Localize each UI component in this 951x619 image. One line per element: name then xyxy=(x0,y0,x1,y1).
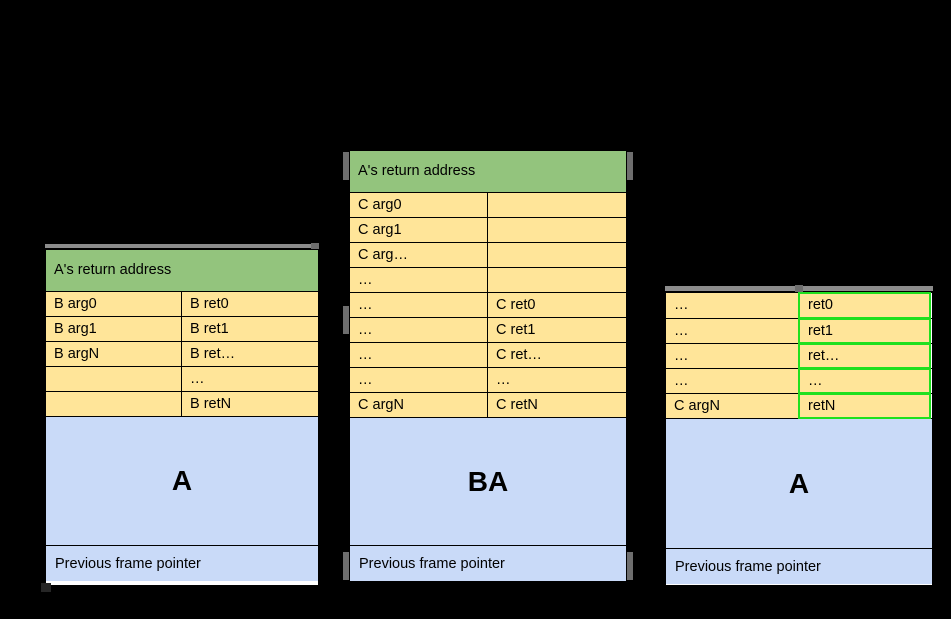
selection-handle-right-left-panel[interactable] xyxy=(311,243,319,249)
cell-arg-empty xyxy=(46,367,182,391)
frame-body-block: A xyxy=(666,418,932,548)
table-row: … xyxy=(46,366,318,391)
frame-body-label: A xyxy=(171,465,193,496)
cell-ret-empty xyxy=(488,243,626,267)
cell-ret: B ret1 xyxy=(182,317,318,341)
table-row: B arg1 B ret1 xyxy=(46,316,318,341)
cell-arg: B arg0 xyxy=(46,292,182,316)
table-row: C arg0 xyxy=(350,192,626,217)
stack-frame-middle: A's return address C arg0 C arg1 C arg… … xyxy=(349,150,627,582)
cell-a-return-address: A's return address xyxy=(46,250,318,291)
cell-arg-ellipsis: … xyxy=(350,293,488,317)
row-return-address: A's return address xyxy=(350,151,626,192)
cell-ret-highlighted: retN xyxy=(798,393,931,419)
table-row: … ret… xyxy=(666,343,932,369)
cell-arg: C argN xyxy=(350,393,488,417)
selection-handle-left-lower-middle[interactable] xyxy=(343,306,349,334)
table-row: … ret0 xyxy=(666,292,932,319)
cell-ret: B ret… xyxy=(182,342,318,366)
table-row: C arg… xyxy=(350,242,626,267)
table-row: … xyxy=(350,267,626,292)
panel-middle-frame-ba[interactable]: A's return address C arg0 C arg1 C arg… … xyxy=(343,145,633,587)
selection-bar-top-right-left-col[interactable] xyxy=(665,286,799,291)
table-row: … … xyxy=(350,367,626,392)
cell-ret: … xyxy=(182,367,318,391)
table-row: … C ret… xyxy=(350,342,626,367)
selection-handle-mid-right-panel[interactable] xyxy=(795,285,803,292)
table-row: … ret1 xyxy=(666,318,932,344)
cell-arg-empty xyxy=(46,392,182,416)
cell-ret-empty xyxy=(488,268,626,292)
previous-frame-pointer-label: Previous frame pointer xyxy=(359,555,505,572)
selection-handle-right-middle[interactable] xyxy=(627,152,633,180)
row-return-address: A's return address xyxy=(46,250,318,291)
cell-ret: C ret… xyxy=(488,343,626,367)
selection-bar-top-left[interactable] xyxy=(45,244,319,248)
frame-body-label: A xyxy=(788,467,810,499)
frame-body-block: BA xyxy=(350,417,626,545)
cell-ret-highlighted: … xyxy=(798,368,931,394)
frame-body-block: A xyxy=(46,416,318,545)
cell-ret: B ret0 xyxy=(182,292,318,316)
selection-handle-left-bottom-middle[interactable] xyxy=(343,552,349,580)
cell-arg: B arg1 xyxy=(46,317,182,341)
table-row: C argN retN xyxy=(666,393,932,419)
cell-arg-ellipsis: … xyxy=(350,343,488,367)
selection-handle-left-middle[interactable] xyxy=(343,152,349,180)
panel-right-frame-a-returns[interactable]: … ret0 … ret1 … ret… … … C argN retN A P… xyxy=(665,285,933,586)
row-previous-frame-pointer: Previous frame pointer xyxy=(666,548,932,584)
previous-frame-pointer-label: Previous frame pointer xyxy=(675,558,821,575)
table-row: B arg0 B ret0 xyxy=(46,291,318,316)
cell-arg-ellipsis: … xyxy=(350,268,488,292)
table-row: C arg1 xyxy=(350,217,626,242)
stack-frame-left: A's return address B arg0 B ret0 B arg1 … xyxy=(45,249,319,586)
cell-arg-ellipsis: … xyxy=(666,369,799,393)
row-previous-frame-pointer: Previous frame pointer xyxy=(350,545,626,581)
cell-arg-ellipsis: … xyxy=(666,344,799,368)
cell-ret: C retN xyxy=(488,393,626,417)
cell-ret: B retN xyxy=(182,392,318,416)
cell-ret-highlighted: ret… xyxy=(798,343,931,369)
selection-bar-top-right-right-col[interactable] xyxy=(802,286,933,291)
cell-ret-ellipsis: … xyxy=(488,368,626,392)
table-row: B retN xyxy=(46,391,318,416)
cell-arg-ellipsis: … xyxy=(350,318,488,342)
cell-ret-empty xyxy=(488,218,626,242)
cell-ret: C ret0 xyxy=(488,293,626,317)
table-row: B argN B ret… xyxy=(46,341,318,366)
cell-arg: B argN xyxy=(46,342,182,366)
stack-frame-right: … ret0 … ret1 … ret… … … C argN retN A P… xyxy=(665,292,933,586)
selection-handle-right-bottom-middle[interactable] xyxy=(627,552,633,580)
cell-arg: C arg0 xyxy=(350,193,488,217)
table-row: … … xyxy=(666,368,932,394)
cell-ret-highlighted: ret1 xyxy=(798,318,931,344)
frame-body-label: BA xyxy=(467,465,509,497)
panel-left-frame-a[interactable]: A's return address B arg0 B ret0 B arg1 … xyxy=(41,243,319,592)
table-row: … C ret1 xyxy=(350,317,626,342)
previous-frame-pointer-label: Previous frame pointer xyxy=(55,555,201,572)
selection-handle-bottom-left-left-panel[interactable] xyxy=(41,583,51,592)
cell-ret-highlighted: ret0 xyxy=(798,292,931,319)
cell-ret-empty xyxy=(488,193,626,217)
cell-ret: C ret1 xyxy=(488,318,626,342)
table-row: … C ret0 xyxy=(350,292,626,317)
cell-arg: C arg1 xyxy=(350,218,488,242)
cell-arg-ellipsis: … xyxy=(666,293,799,318)
cell-arg: C arg… xyxy=(350,243,488,267)
row-previous-frame-pointer: Previous frame pointer xyxy=(46,545,318,581)
cell-arg: C argN xyxy=(666,394,799,418)
table-row: C argN C retN xyxy=(350,392,626,417)
cell-arg-ellipsis: … xyxy=(350,368,488,392)
cell-a-return-address: A's return address xyxy=(350,151,626,192)
cell-arg-ellipsis: … xyxy=(666,319,799,343)
